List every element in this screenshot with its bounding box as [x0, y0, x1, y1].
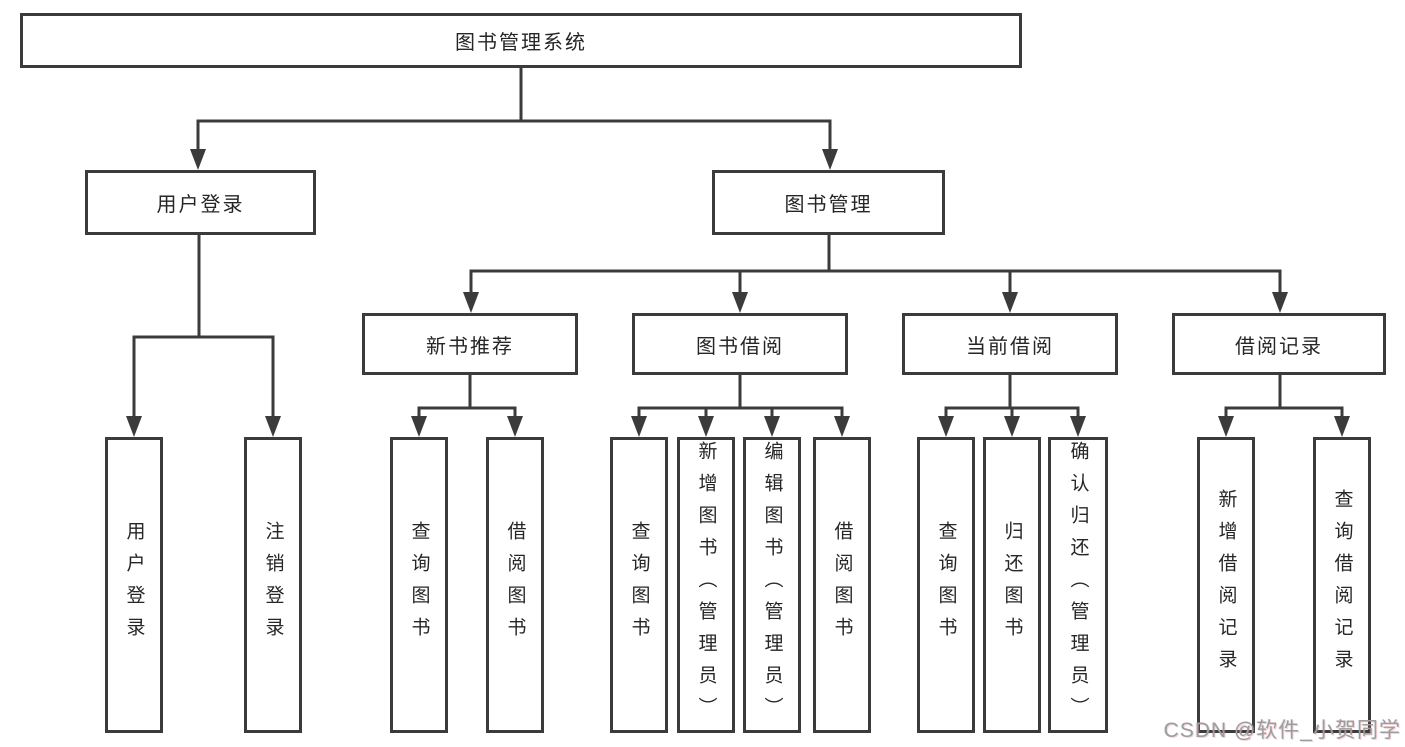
connector-borrow-records — [1224, 375, 1344, 418]
connector-current-borrow — [944, 375, 1080, 418]
node-label: 借阅图书 — [504, 521, 526, 649]
node-label: 查询图书 — [628, 521, 650, 649]
node-borrow-records: 借阅记录 — [1172, 313, 1386, 375]
node-new-book-recommend: 新书推荐 — [362, 313, 578, 375]
node-label: 查询图书 — [408, 521, 430, 649]
node-label: 图书管理系统 — [455, 32, 587, 54]
leaf-return-books: 归还图书 — [983, 437, 1041, 733]
node-label: 确认归还（管理员） — [1067, 441, 1089, 729]
node-root-book-management-system: 图书管理系统 — [20, 13, 1022, 68]
arrowhead — [1004, 416, 1020, 437]
node-current-borrow: 当前借阅 — [902, 313, 1118, 375]
arrowhead — [126, 416, 142, 437]
node-label: 查询借阅记录 — [1331, 489, 1353, 681]
leaf-add-books-admin: 新增图书（管理员） — [677, 437, 735, 733]
arrowhead — [463, 292, 479, 313]
arrowhead — [265, 416, 281, 437]
arrowhead — [698, 416, 714, 437]
arrowhead — [507, 416, 523, 437]
leaf-edit-books-admin: 编辑图书（管理员） — [743, 437, 801, 733]
arrowhead — [1272, 292, 1288, 313]
arrowhead — [938, 416, 954, 437]
leaf-add-borrow-record: 新增借阅记录 — [1197, 437, 1255, 733]
arrowhead — [834, 416, 850, 437]
node-label: 新增借阅记录 — [1215, 489, 1237, 681]
node-label: 图书管理 — [784, 194, 873, 216]
node-label: 当前借阅 — [966, 335, 1054, 358]
arrowhead — [732, 292, 748, 313]
arrowhead — [190, 149, 206, 170]
arrowhead — [1002, 292, 1018, 313]
node-label: 新书推荐 — [426, 335, 514, 358]
leaf-borrow-books-2: 借阅图书 — [813, 437, 871, 733]
connector-book-management — [469, 235, 1282, 294]
arrowhead — [1218, 416, 1234, 437]
node-label: 图书借阅 — [696, 335, 784, 358]
arrowhead — [631, 416, 647, 437]
leaf-query-books-3: 查询图书 — [917, 437, 975, 733]
node-label: 用户登录 — [123, 521, 145, 649]
leaf-query-books-2: 查询图书 — [610, 437, 668, 733]
arrowhead — [1334, 416, 1350, 437]
node-label: 查询图书 — [935, 521, 957, 649]
leaf-user-login: 用户登录 — [105, 437, 163, 733]
connector-book-borrow — [637, 375, 844, 418]
connector-root — [196, 68, 832, 151]
leaf-query-borrow-record: 查询借阅记录 — [1313, 437, 1371, 733]
leaf-borrow-books-1: 借阅图书 — [486, 437, 544, 733]
node-book-borrow: 图书借阅 — [632, 313, 848, 375]
leaf-confirm-return-admin: 确认归还（管理员） — [1048, 437, 1108, 733]
arrowhead — [1070, 416, 1086, 437]
arrowhead — [411, 416, 427, 437]
connector-new-book-recommend — [417, 375, 517, 418]
node-label: 借阅记录 — [1235, 335, 1323, 358]
leaf-query-books-1: 查询图书 — [390, 437, 448, 733]
node-user-login: 用户登录 — [85, 170, 316, 235]
node-label: 新增图书（管理员） — [695, 441, 717, 729]
connector-user-login — [132, 235, 275, 418]
node-label: 归还图书 — [1001, 521, 1023, 649]
node-label: 用户登录 — [156, 194, 245, 216]
leaf-logout: 注销登录 — [244, 437, 302, 733]
arrowhead — [764, 416, 780, 437]
node-label: 编辑图书（管理员） — [761, 441, 783, 729]
csdn-watermark: CSDN @软件_小贺同学 — [1163, 719, 1401, 742]
node-book-management: 图书管理 — [712, 170, 945, 235]
arrowhead — [822, 149, 838, 170]
node-label: 借阅图书 — [831, 521, 853, 649]
node-label: 注销登录 — [262, 521, 284, 649]
